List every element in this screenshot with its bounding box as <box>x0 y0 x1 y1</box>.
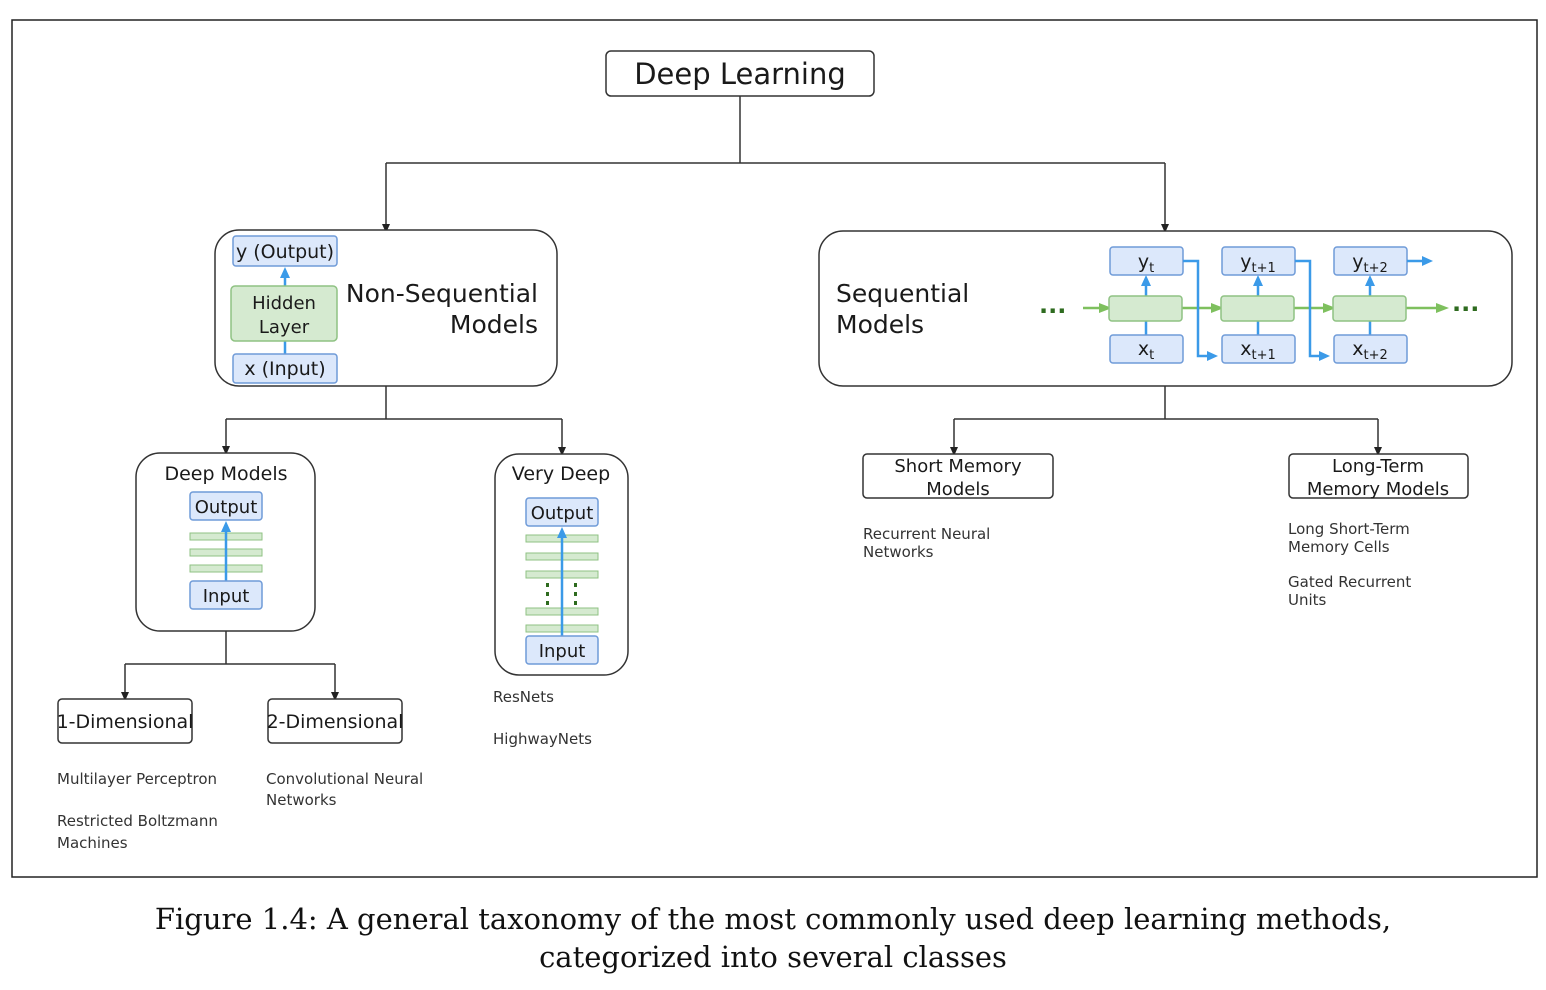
step-t-output-label: y <box>1138 251 1149 273</box>
non-sequential-output-label: y (Output) <box>236 241 334 263</box>
long-term-example-gru-line1: Gated Recurrent <box>1288 573 1411 591</box>
non-sequential-title-line1: Non-Sequential <box>346 279 538 308</box>
hidden-layer-label-line1: Hidden <box>252 293 316 314</box>
step-t-input-label: x <box>1138 338 1149 360</box>
non-sequential-output-box <box>232 235 338 267</box>
very-deep-title: Very Deep <box>512 463 610 485</box>
step-t1-input-label: x <box>1240 338 1251 360</box>
short-memory-label-line2: Models <box>926 479 989 500</box>
step-t1-output-subscript: t+1 <box>1251 261 1275 276</box>
svg-text:xt+2: xt+2 <box>1352 338 1388 363</box>
sequence-step: yt+2 xt+2 <box>1332 246 1408 364</box>
very-deep-output-box <box>525 497 599 527</box>
svg-text:xt: xt <box>1138 338 1154 363</box>
long-term-node: Long-Term Memory Models <box>1288 453 1469 500</box>
hidden-layer-label-line2: Layer <box>259 317 310 338</box>
short-memory-node: Short Memory Models <box>862 453 1054 500</box>
deep-models-title: Deep Models <box>164 463 287 485</box>
sequential-node: Sequential Models ... ... yt xt yt+1 xt+… <box>818 230 1513 387</box>
sequence-step: yt xt <box>1108 246 1184 364</box>
long-term-example-lstm-line1: Long Short-Term <box>1288 520 1410 538</box>
svg-text:xt+1: xt+1 <box>1240 338 1276 363</box>
one-dim-example-rbm-line2: Machines <box>57 834 128 852</box>
very-deep-example-resnets: ResNets <box>493 688 554 706</box>
deep-models-input-label: Input <box>203 586 250 607</box>
step-t-input-subscript: t <box>1149 348 1154 363</box>
deep-models-node: Deep Models Output Input <box>135 452 316 632</box>
svg-text:yt: yt <box>1138 251 1154 276</box>
deep-models-output-label: Output <box>195 497 258 518</box>
svg-text:yt+1: yt+1 <box>1240 251 1276 276</box>
non-sequential-input-label: x (Input) <box>244 358 325 380</box>
step-t2-output-subscript: t+2 <box>1363 261 1387 276</box>
deep-learning-node: Deep Learning <box>605 50 875 97</box>
non-sequential-title-line2: Models <box>450 310 538 339</box>
very-deep-node: Very Deep Output Input <box>494 453 629 676</box>
short-memory-example-rnn-line2: Networks <box>863 543 934 561</box>
one-dim-example-rbm-line1: Restricted Boltzmann <box>57 812 218 830</box>
sequential-ellipsis-left: ... <box>1039 291 1066 319</box>
non-sequential-node: Non-Sequential Models y (Output) Hidden … <box>214 229 558 387</box>
svg-text:yt+2: yt+2 <box>1352 251 1388 276</box>
step-t2-input-subscript: t+2 <box>1363 348 1387 363</box>
one-dim-example-mlp: Multilayer Perceptron <box>57 770 217 788</box>
sequential-title-line1: Sequential <box>836 279 969 308</box>
taxonomy-diagram: Deep Learning Non-Sequential Models y (O… <box>11 19 1538 878</box>
long-term-label-line2: Memory Models <box>1307 479 1449 500</box>
sequence-step: yt+1 xt+1 <box>1220 246 1296 364</box>
figure-caption-line1: Figure 1.4: A general taxonomy of the mo… <box>154 902 1392 936</box>
step-t2-output-label: y <box>1352 251 1363 273</box>
long-term-label-line1: Long-Term <box>1332 456 1424 477</box>
two-dim-example-cnn-line1: Convolutional Neural <box>266 770 423 788</box>
step-t1-output-label: y <box>1240 251 1251 273</box>
step-t2-input-label: x <box>1352 338 1363 360</box>
very-deep-dots <box>546 583 577 605</box>
very-deep-input-label: Input <box>539 641 586 662</box>
short-memory-example-rnn-line1: Recurrent Neural <box>863 525 990 543</box>
figure-frame <box>11 19 1538 878</box>
figure-caption: Figure 1.4: A general taxonomy of the mo… <box>0 900 1546 976</box>
tree-connectors <box>121 96 1382 701</box>
sequential-ellipsis-right: ... <box>1452 289 1479 317</box>
deep-models-output-box <box>189 491 263 521</box>
very-deep-example-highwaynets: HighwayNets <box>493 730 592 748</box>
deep-learning-label: Deep Learning <box>634 57 846 91</box>
long-term-example-lstm-line2: Memory Cells <box>1288 538 1390 556</box>
long-term-example-gru-line2: Units <box>1288 591 1327 609</box>
hidden-layer-box <box>230 285 338 342</box>
very-deep-input-box <box>525 635 599 665</box>
two-dimensional-node: 2-Dimensional <box>267 698 404 744</box>
one-dimensional-label: 1-Dimensional <box>57 711 194 733</box>
step-t-output-subscript: t <box>1149 261 1154 276</box>
deep-models-input-box <box>189 580 263 610</box>
non-sequential-input-box <box>232 353 338 384</box>
feedback-arrows <box>1183 256 1433 361</box>
two-dim-example-cnn-line2: Networks <box>266 791 337 809</box>
step-t1-input-subscript: t+1 <box>1251 348 1275 363</box>
two-dimensional-label: 2-Dimensional <box>267 711 404 733</box>
sequential-title-line2: Models <box>836 310 924 339</box>
figure-caption-line2: categorized into several classes <box>539 940 1007 974</box>
short-memory-label-line1: Short Memory <box>894 456 1022 477</box>
very-deep-output-label: Output <box>531 503 594 524</box>
one-dimensional-node: 1-Dimensional <box>57 698 194 744</box>
